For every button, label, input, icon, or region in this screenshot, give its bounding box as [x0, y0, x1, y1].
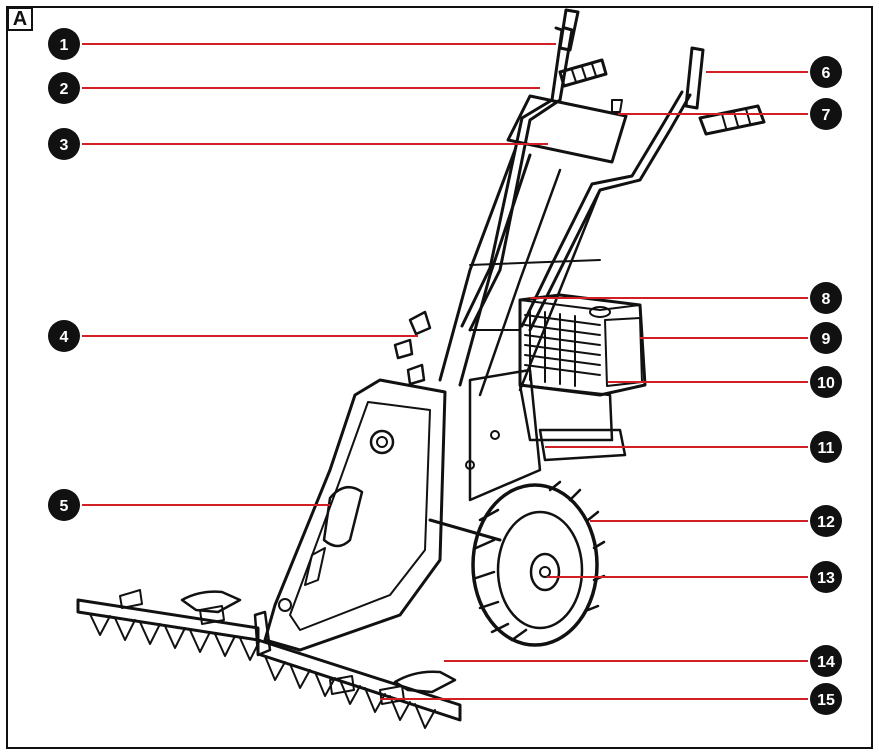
- svg-text:7: 7: [822, 107, 831, 124]
- svg-text:15: 15: [817, 692, 835, 709]
- callout-7: 7: [810, 98, 842, 130]
- wheel-tyre: [471, 483, 599, 647]
- cover-emblem: [369, 429, 395, 455]
- svg-text:13: 13: [817, 570, 835, 587]
- svg-text:8: 8: [822, 291, 831, 308]
- adjust-knob: [408, 310, 432, 336]
- machine-illustration: [76, 8, 766, 729]
- clutch-lever: [558, 8, 580, 52]
- callout-10: 10: [810, 366, 842, 398]
- handlebar-crosspiece: [506, 94, 628, 164]
- svg-text:11: 11: [818, 440, 835, 457]
- gearbox-bracket: [538, 428, 627, 462]
- skid-right: [393, 670, 457, 694]
- leader-lines: [82, 43, 808, 700]
- callout-11: 11: [810, 431, 842, 463]
- skid-left: [180, 590, 242, 614]
- svg-text:12: 12: [817, 514, 835, 531]
- callout-13: 13: [810, 561, 842, 593]
- svg-text:10: 10: [817, 375, 835, 392]
- callout-8: 8: [810, 282, 842, 314]
- svg-text:9: 9: [822, 331, 831, 348]
- air-filter: [604, 317, 643, 387]
- callout-9: 9: [810, 322, 842, 354]
- brake-lever: [684, 46, 705, 110]
- callout-badges: 1 2 3 4 5 6 7 8 9 10 11 12 13 14 15: [48, 28, 842, 715]
- handlebar-right: [528, 93, 692, 332]
- svg-text:3: 3: [60, 137, 69, 154]
- panel-label: A: [7, 7, 33, 31]
- right-grip: [698, 104, 766, 136]
- engine-cooling-fins: [524, 309, 601, 387]
- svg-text:1: 1: [60, 37, 69, 54]
- front-cover: [263, 378, 447, 652]
- callout-4: 4: [48, 320, 80, 352]
- cutter-teeth: [89, 613, 436, 729]
- handlebar-left: [468, 26, 574, 332]
- callout-5: 5: [48, 489, 80, 521]
- callout-6: 6: [810, 56, 842, 88]
- svg-text:2: 2: [60, 81, 69, 98]
- callout-2: 2: [48, 72, 80, 104]
- callout-1: 1: [48, 28, 80, 60]
- cover-window: [322, 485, 364, 548]
- callout-12: 12: [810, 505, 842, 537]
- callout-14: 14: [810, 645, 842, 677]
- fuel-cap: [589, 306, 611, 318]
- callout-15: 15: [810, 683, 842, 715]
- wheel-hub: [529, 552, 561, 592]
- svg-text:4: 4: [60, 329, 69, 346]
- left-grip: [558, 58, 608, 88]
- svg-text:5: 5: [60, 498, 69, 515]
- svg-text:6: 6: [822, 65, 831, 82]
- svg-text:14: 14: [817, 654, 835, 671]
- callout-3: 3: [48, 128, 80, 160]
- figure-frame: [6, 6, 873, 749]
